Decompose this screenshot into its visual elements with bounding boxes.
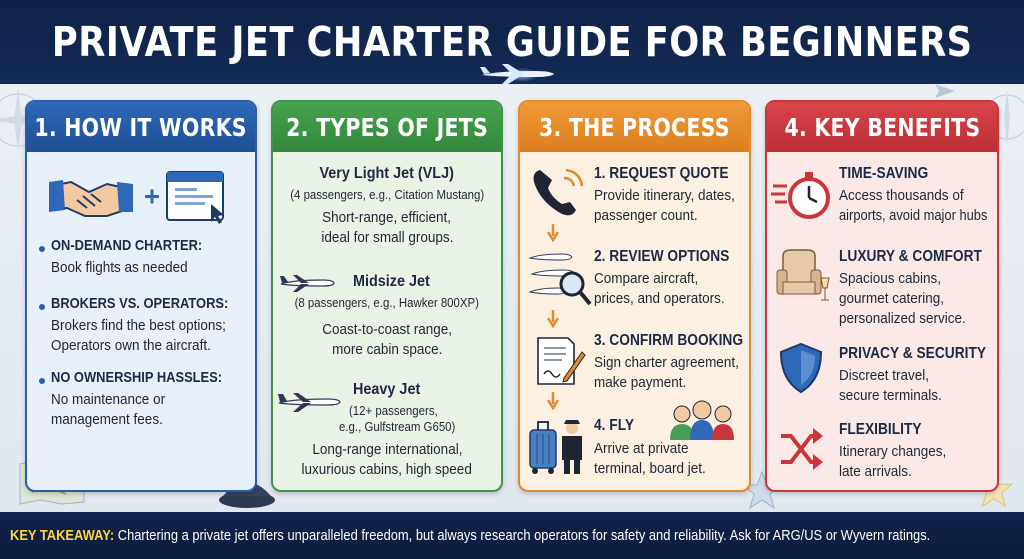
bullet-dot <box>39 304 45 310</box>
step-text: prices, and operators. <box>594 290 725 307</box>
compass-rose-icon <box>0 88 50 152</box>
step-text: Compare aircraft, <box>594 270 699 287</box>
jet-spec: (4 passengers, e.g., Citation Mustang) <box>290 187 484 202</box>
step-text: passenger count. <box>594 207 698 224</box>
luggage-pilot-icon <box>529 420 582 474</box>
benefit-title: FLEXIBILITY <box>839 421 922 438</box>
browser-window-icon <box>166 171 224 224</box>
jet-desc: Short-range, efficient, <box>322 209 452 226</box>
passengers-icon <box>670 400 734 440</box>
benefit-title: TIME-SAVING <box>839 165 929 182</box>
jet-spec: (8 passengers, e.g., Hawker 800XP) <box>294 295 480 310</box>
phone-icon <box>533 168 584 216</box>
key-benefits-panel: 4. KEY BENEFITS TIME-SAVING Access thous… <box>765 100 999 492</box>
item-text: Brokers find the best options; <box>51 317 226 334</box>
jet-desc: ideal for small groups. <box>320 229 454 246</box>
paper-plane-icon <box>935 84 955 98</box>
shield-icon <box>779 342 823 394</box>
benefit-text: personalized service. <box>839 310 966 327</box>
jet-name: Very Light Jet (VLJ) <box>319 165 455 182</box>
step-title: 3. CONFIRM BOOKING <box>594 332 744 349</box>
jet-desc: Coast-to-coast range, <box>322 321 452 338</box>
jet-desc: Long-range international, <box>311 441 463 458</box>
benefit-text: Itinerary changes, <box>839 443 947 460</box>
jet-spec: e.g., Gulfstream G650) <box>339 419 456 434</box>
jet-name: Heavy Jet <box>353 381 421 398</box>
item-text: No maintenance or <box>51 391 166 408</box>
benefit-text: gourmet catering, <box>839 290 945 307</box>
how-it-works-panel: 1. HOW IT WORKS ON-DEMAND C <box>25 100 257 492</box>
airplane-icon <box>480 64 554 84</box>
key-benefits-heading: 4. KEY BENEFITS <box>767 102 997 152</box>
jet-desc: more cabin space. <box>331 341 443 358</box>
benefit-text: airports, avoid major hubs <box>839 207 988 224</box>
types-of-jets-panel: 2. TYPES OF JETS Very Light Jet (VLJ) (4… <box>271 100 503 492</box>
benefit-title: LUXURY & COMFORT <box>839 248 982 265</box>
shuffle-arrows-icon <box>781 428 823 470</box>
step-text: Arrive at private <box>594 440 689 457</box>
key-takeaway-body: Chartering a private jet offers unparall… <box>114 527 931 544</box>
the-process-panel: 3. THE PROCESS <box>518 100 751 492</box>
benefit-text: secure terminals. <box>839 387 942 404</box>
bullet-dot <box>39 246 45 252</box>
item-title: NO OWNERSHIP HASSLES: <box>51 369 223 386</box>
jet-name: Midsize Jet <box>353 273 430 290</box>
key-takeaway-text: KEY TAKEAWAY: Chartering a private jet o… <box>10 527 930 544</box>
step-text: Provide itinerary, dates, <box>594 187 735 204</box>
arrow-down-icon <box>546 392 560 411</box>
arrow-down-icon <box>546 224 560 243</box>
jet-desc: luxurious cabins, high speed <box>301 461 473 478</box>
item-title: BROKERS VS. OPERATORS: <box>51 295 229 312</box>
contract-icon <box>537 337 586 385</box>
step-title: 4. FLY <box>594 417 635 434</box>
icon-row <box>49 171 224 224</box>
jets-magnifier-icon <box>528 253 592 306</box>
page-title: PRIVATE JET CHARTER GUIDE FOR BEGINNERS <box>51 17 973 66</box>
handshake-icon <box>49 180 133 217</box>
plus-icon <box>145 189 159 204</box>
armchair-icon <box>776 249 830 301</box>
step-text: Sign charter agreement, <box>594 354 739 371</box>
the-process-heading: 3. THE PROCESS <box>520 102 749 152</box>
jet-spec: (12+ passengers, <box>349 403 438 418</box>
item-text: management fees. <box>51 411 163 428</box>
bullet-dot <box>39 378 45 384</box>
item-text: Book flights as needed <box>51 259 188 276</box>
step-title: 2. REVIEW OPTIONS <box>594 248 730 265</box>
benefit-title: PRIVACY & SECURITY <box>839 345 987 362</box>
benefit-text: Spacious cabins, <box>839 270 942 287</box>
midsize-jet-icon <box>280 275 335 292</box>
benefit-text: late arrivals. <box>839 463 912 480</box>
benefit-text: Access thousands of <box>839 187 964 204</box>
arrow-down-icon <box>546 310 560 329</box>
step-text: terminal, board jet. <box>594 460 706 477</box>
step-title: 1. REQUEST QUOTE <box>594 165 729 182</box>
heavy-jet-icon <box>278 393 341 412</box>
item-text: Operators own the aircraft. <box>51 337 211 354</box>
step-text: make payment. <box>594 374 687 391</box>
key-takeaway-bar: KEY TAKEAWAY: Chartering a private jet o… <box>0 512 1024 559</box>
key-takeaway-label: KEY TAKEAWAY: <box>10 527 115 544</box>
item-title: ON-DEMAND CHARTER: <box>51 237 203 254</box>
types-of-jets-heading: 2. TYPES OF JETS <box>273 102 501 152</box>
benefit-text: Discreet travel, <box>839 367 930 384</box>
how-it-works-heading: 1. HOW IT WORKS <box>27 102 255 152</box>
stopwatch-icon <box>771 172 830 219</box>
